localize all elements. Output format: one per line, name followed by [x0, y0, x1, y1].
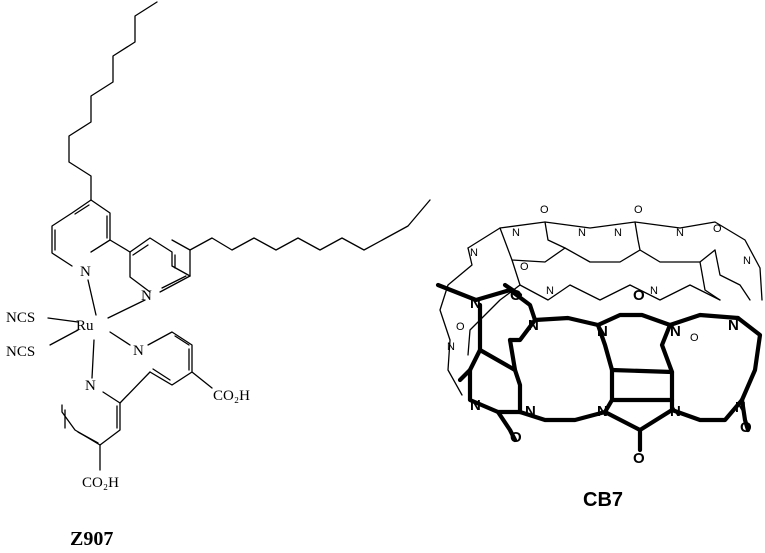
svg-text:N: N	[470, 247, 478, 259]
svg-text:O: O	[633, 287, 645, 304]
svg-text:N: N	[728, 317, 739, 334]
pyridine-ring-middle	[129, 237, 191, 293]
cb7-caption: CB7	[583, 489, 623, 511]
z907-nitrogen-4: N	[85, 378, 96, 394]
svg-text:N: N	[512, 227, 520, 239]
svg-text:O: O	[713, 223, 722, 235]
svg-text:N: N	[470, 397, 481, 414]
svg-text:N: N	[528, 317, 539, 334]
svg-text:N: N	[670, 403, 681, 420]
z907-carboxyl-right: CO₂H	[213, 388, 250, 404]
svg-text:N: N	[614, 227, 622, 239]
pyridine-ring-lower-left	[61, 371, 151, 471]
alkyl-chain-lower	[189, 199, 431, 251]
svg-text:N: N	[597, 403, 608, 420]
cb7-front-rim	[435, 282, 763, 453]
z907-ruthenium: Ru	[76, 318, 94, 334]
svg-text:O: O	[520, 261, 529, 273]
svg-text:N: N	[578, 227, 586, 239]
z907-caption: Z907	[70, 528, 113, 550]
alkyl-chain-upper	[68, 1, 158, 201]
svg-text:O: O	[510, 287, 522, 304]
svg-text:O: O	[740, 419, 752, 436]
z907-nitrogen-2: N	[141, 288, 152, 304]
svg-text:O: O	[634, 204, 643, 216]
z907-nitrogen-1: N	[80, 264, 91, 280]
z907-carboxyl-bottom: CO₂H	[82, 475, 119, 491]
cb7-back-rim	[439, 221, 763, 396]
svg-text:N: N	[470, 295, 481, 312]
svg-text:O: O	[690, 332, 699, 344]
svg-text:O: O	[510, 429, 522, 446]
svg-text:N: N	[743, 255, 751, 267]
svg-text:O: O	[633, 450, 645, 467]
pyridine-ring-upper	[51, 199, 111, 267]
cb7-structure: N N N N N N N N N N O O O O O O O O N N …	[435, 204, 763, 511]
svg-text:N: N	[650, 285, 658, 297]
svg-text:O: O	[540, 204, 549, 216]
z907-ncs-1: NCS	[6, 310, 35, 326]
svg-text:N: N	[735, 399, 746, 416]
svg-text:N: N	[447, 341, 455, 353]
svg-text:N: N	[676, 227, 684, 239]
z907-ncs-2: NCS	[6, 344, 35, 360]
cb7-atom-labels: N N N N N N N N N N O O O O O O O O N N …	[447, 204, 752, 467]
svg-text:O: O	[456, 321, 465, 333]
z907-structure: N N Ru NCS NCS N N CO₂H CO₂H Z907	[6, 1, 431, 550]
svg-text:N: N	[597, 323, 608, 340]
svg-text:N: N	[670, 323, 681, 340]
z907-nitrogen-3: N	[133, 343, 144, 359]
svg-text:N: N	[546, 285, 554, 297]
svg-text:N: N	[525, 403, 536, 420]
pyridine-ring-lower-right	[147, 331, 213, 389]
